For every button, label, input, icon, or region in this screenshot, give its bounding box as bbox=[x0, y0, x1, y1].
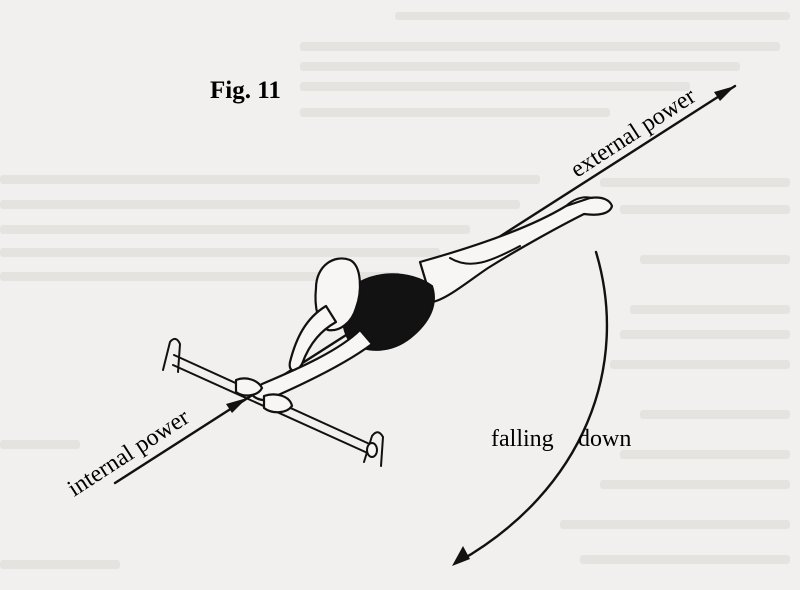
down-label: down bbox=[578, 426, 631, 452]
internal-arrowhead bbox=[226, 398, 247, 413]
external-power-label: external power bbox=[566, 83, 700, 183]
gymnast-figure bbox=[234, 196, 614, 414]
external-arrowhead bbox=[714, 86, 735, 101]
falling-label: falling bbox=[491, 426, 554, 452]
figure-title: Fig. 11 bbox=[210, 77, 281, 104]
falling-arc bbox=[456, 250, 609, 564]
falling-arrowhead bbox=[452, 546, 470, 566]
internal-power-label: internal power bbox=[63, 404, 194, 502]
bleed-through-text bbox=[0, 12, 790, 569]
